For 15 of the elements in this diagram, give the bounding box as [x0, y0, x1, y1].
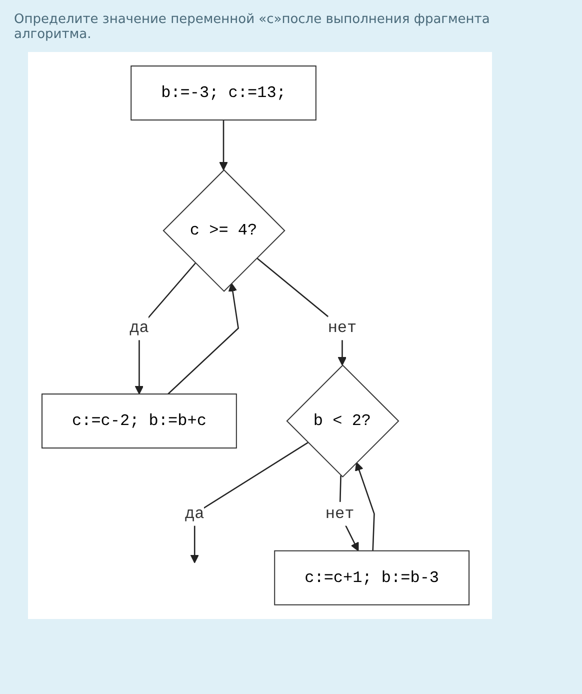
arrow — [168, 282, 239, 394]
node-diamond: c >= 4? — [162, 169, 286, 292]
edge-label: нет — [325, 504, 354, 523]
question-text: Определите значение переменной «c»после выполнения фрагмента алгоритма. — [13, 11, 491, 44]
arrow — [219, 120, 228, 170]
node-box: b:=-3; c:=13; — [130, 66, 316, 120]
node-diamond: b < 2? — [286, 364, 400, 478]
node-box: c:=c+1; b:=b-3 — [274, 550, 470, 606]
arrow — [134, 262, 196, 394]
edge-label: нет — [328, 319, 357, 338]
node-box: c:=c-2; b:=b+c — [42, 394, 237, 448]
arrow — [190, 442, 308, 564]
edge-label: да — [185, 504, 204, 523]
edge-label: да — [130, 319, 149, 338]
arrow — [354, 462, 375, 551]
